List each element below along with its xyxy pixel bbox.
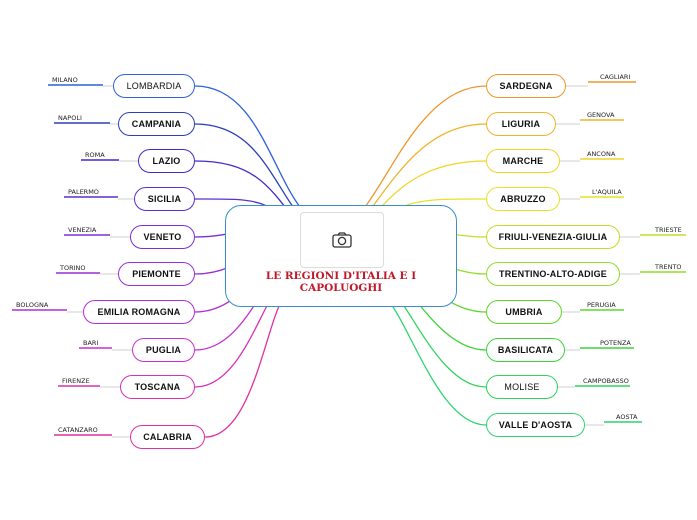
region-node[interactable]: CAMPANIA	[118, 112, 195, 136]
capital-label: ROMA	[85, 151, 105, 159]
capital-label: L'AQUILA	[592, 188, 622, 196]
central-title-line1: LE REGIONI D'ITALIA E I	[265, 270, 417, 282]
central-title: LE REGIONI D'ITALIA E I CAPOLUOGHI	[226, 270, 456, 294]
region-node[interactable]: MARCHE	[486, 149, 560, 173]
region-node[interactable]: LAZIO	[138, 149, 195, 173]
region-node[interactable]: CALABRIA	[130, 425, 205, 449]
region-node[interactable]: PIEMONTE	[118, 262, 195, 286]
region-node[interactable]: LIGURIA	[486, 112, 556, 136]
capital-label: TORINO	[60, 264, 86, 272]
region-node[interactable]: MOLISE	[486, 375, 558, 399]
capital-label: VENEZIA	[68, 226, 97, 234]
capital-label: NAPOLI	[58, 114, 82, 122]
branch-connector-r0	[364, 85, 487, 208]
region-node[interactable]: UMBRIA	[486, 300, 562, 324]
branch-connector-9	[204, 290, 301, 438]
capital-label: ANCONA	[587, 150, 616, 158]
region-node[interactable]: PUGLIA	[132, 338, 195, 362]
capital-label: GENOVA	[587, 111, 615, 119]
region-node[interactable]: LOMBARDIA	[113, 74, 195, 98]
region-node[interactable]: TRENTINO-ALTO-ADIGE	[486, 262, 620, 286]
region-node[interactable]: FRIULI-VENEZIA-GIULIA	[486, 225, 620, 249]
region-node[interactable]: SARDEGNA	[486, 74, 566, 98]
capital-label: BOLOGNA	[16, 301, 49, 309]
branch-connector-0	[194, 85, 301, 208]
capital-label: TRENTO	[655, 263, 682, 271]
capital-label: MILANO	[52, 76, 78, 84]
region-node[interactable]: VENETO	[130, 225, 195, 249]
capital-label: TRIESTE	[655, 226, 682, 234]
capital-label: PALERMO	[68, 188, 99, 196]
camera-icon	[332, 232, 352, 248]
region-node[interactable]: TOSCANA	[120, 375, 195, 399]
central-topic[interactable]: LE REGIONI D'ITALIA E I CAPOLUOGHI	[225, 205, 457, 307]
capital-label: CAMPOBASSO	[583, 377, 629, 385]
capital-label: FIRENZE	[62, 377, 90, 385]
region-node[interactable]: EMILIA ROMAGNA	[83, 300, 195, 324]
capital-label: PERUGIA	[587, 301, 616, 309]
central-image-placeholder[interactable]	[300, 212, 384, 268]
branch-connector-r1	[364, 123, 487, 218]
region-node[interactable]: VALLE D'AOSTA	[486, 413, 585, 437]
capital-label: CATANZARO	[58, 426, 98, 434]
central-title-line2: CAPOLUOGHI	[299, 282, 383, 294]
region-node[interactable]: ABRUZZO	[486, 187, 560, 211]
capital-label: BARI	[83, 339, 99, 347]
capital-label: AOSTA	[616, 413, 638, 421]
region-node[interactable]: BASILICATA	[486, 338, 565, 362]
capital-label: POTENZA	[600, 339, 631, 347]
region-node[interactable]: SICILIA	[134, 187, 195, 211]
capital-label: CAGLIARI	[600, 73, 631, 81]
branch-connector-1	[194, 123, 301, 218]
